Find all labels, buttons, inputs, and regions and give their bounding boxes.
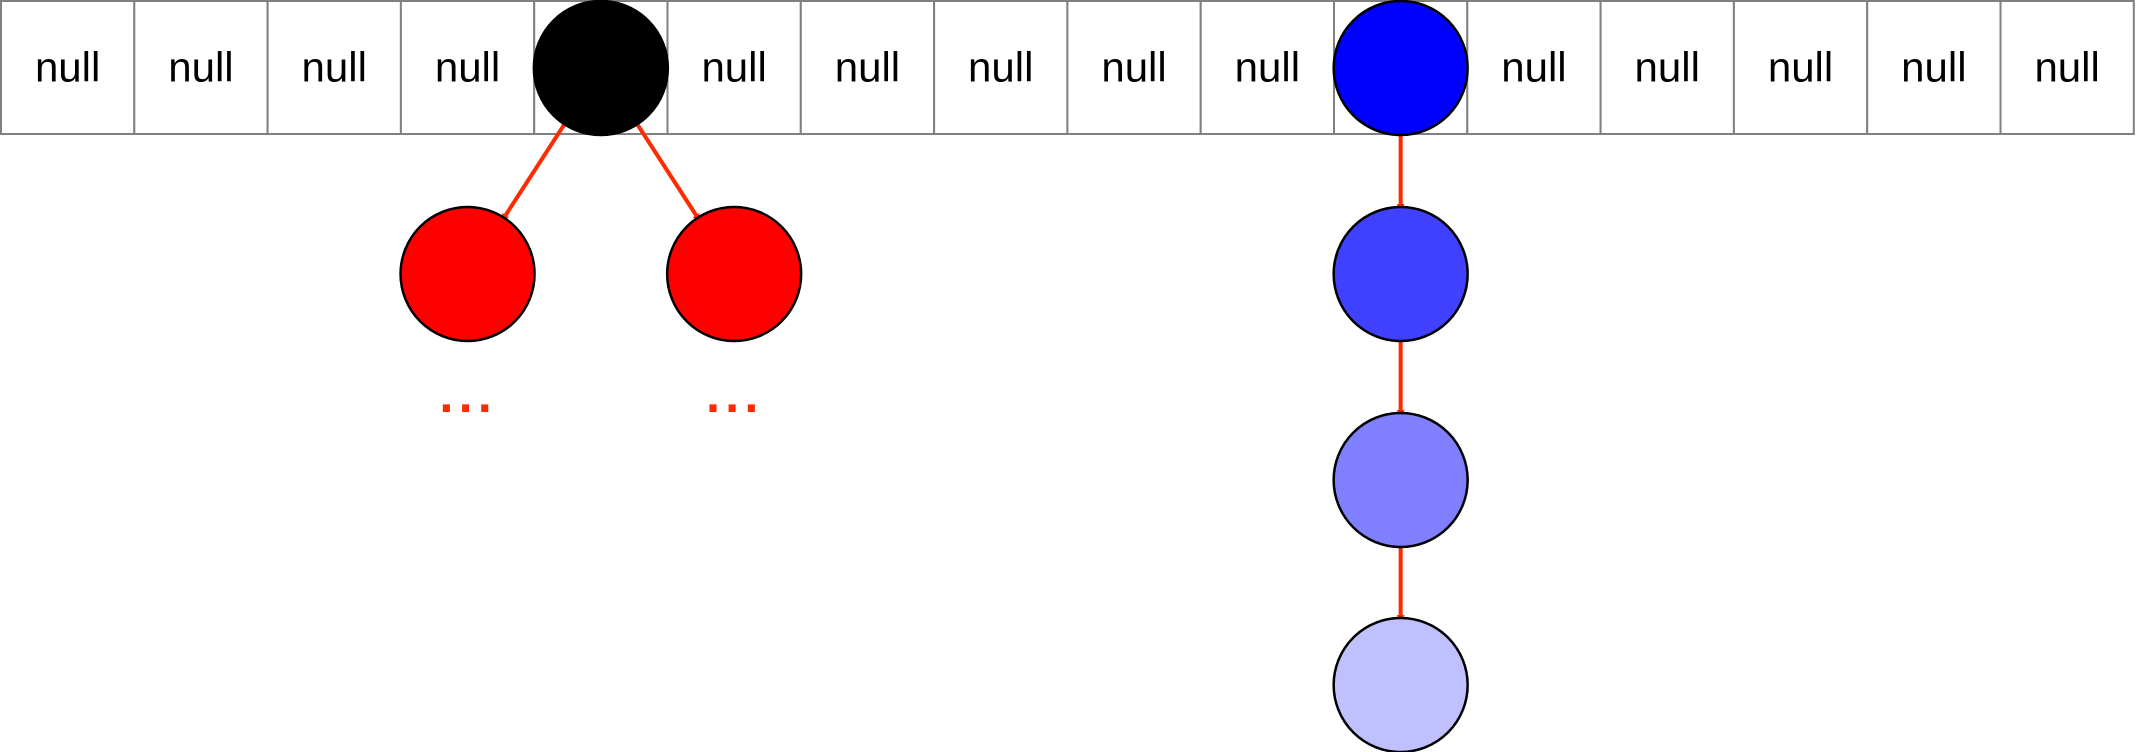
bucket-null-label: null	[968, 44, 1033, 91]
bucket-head-node-4	[532, 0, 670, 137]
bucket-cell-13	[1732, 0, 1869, 135]
bucket-cell-11	[1466, 0, 1602, 135]
bucket-cell-8	[1066, 0, 1202, 135]
bucket-cell-0	[0, 0, 136, 135]
bucket-cell-6	[799, 0, 936, 135]
nodes	[399, 0, 1469, 752]
bucket-cell-2	[266, 0, 402, 135]
bucket-head-node-10	[1332, 0, 1469, 137]
tree-edge-0	[500, 123, 567, 223]
bucket-null-label: null	[2034, 44, 2099, 91]
bucket-null-label: null	[1501, 44, 1566, 91]
bucket-cell-3	[399, 0, 536, 135]
tree-child-node-0	[399, 205, 536, 343]
bucket-null-label: null	[35, 44, 100, 91]
bucket-cell-5	[666, 0, 802, 135]
bucket-null-label: null	[302, 44, 367, 91]
tree-edge-1	[635, 123, 702, 223]
bucket-null-label: null	[1901, 44, 1966, 91]
bucket-null-label: null	[701, 44, 766, 91]
chain-node-0	[1332, 205, 1469, 343]
chain-node-1	[1332, 411, 1469, 549]
tree-child-node-1	[665, 205, 803, 343]
bucket-cell-1	[133, 0, 269, 135]
bucket-null-label: null	[835, 44, 900, 91]
bucket-null-label: null	[1768, 44, 1833, 91]
chain-node-2	[1332, 616, 1469, 752]
bucket-null-label: null	[1235, 44, 1300, 91]
bucket-null-label: null	[168, 44, 233, 91]
tree-continuation-ellipsis: ...	[705, 376, 763, 422]
bucket-cell-7	[933, 0, 1069, 135]
edges	[500, 123, 1405, 623]
bucket-null-label: null	[1635, 44, 1700, 91]
bucket-null-label: null	[1101, 44, 1166, 91]
annotations: null null null null null null null null null null…	[35, 44, 2100, 423]
bucket-null-label: null	[435, 44, 500, 91]
bucket-cell-9	[1199, 0, 1335, 135]
tree-continuation-ellipsis: ...	[439, 376, 497, 422]
bucket-cell-15	[1999, 0, 2135, 135]
bucket-cell-12	[1599, 0, 1735, 135]
